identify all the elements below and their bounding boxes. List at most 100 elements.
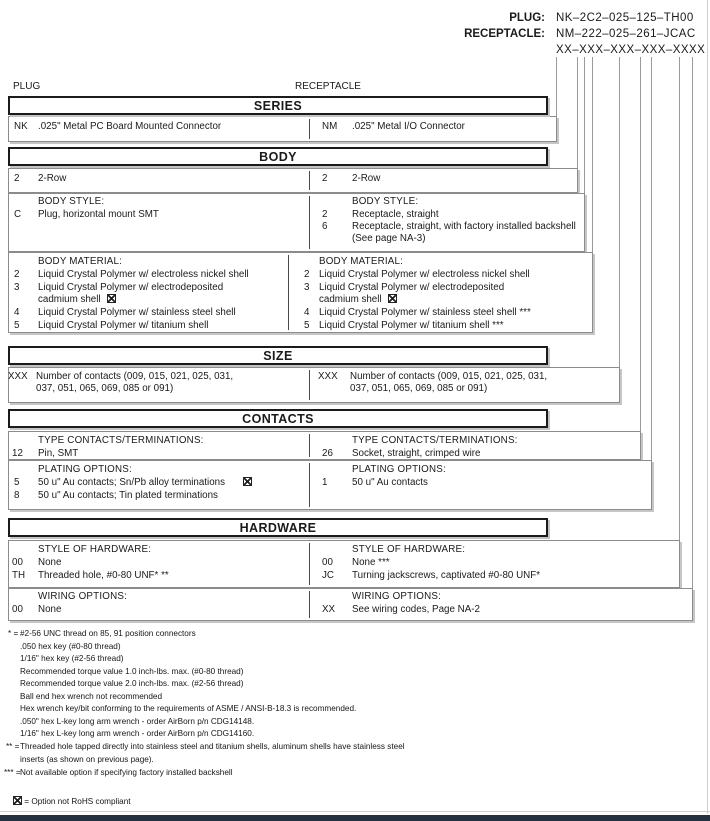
footnote-line: Threaded hole tapped directly into stain… — [20, 742, 405, 751]
description-cell: None — [38, 604, 62, 615]
footnote-double-star-prefix: ** = — [6, 742, 20, 751]
subsection-label: STYLE OF HARDWARE: — [352, 544, 466, 555]
not-rohs-icon — [13, 796, 22, 805]
code-cell: 4 — [14, 307, 20, 318]
code-cell: TH — [12, 570, 26, 581]
description-cell: Liquid Crystal Polymer w/ electroless ni… — [38, 269, 249, 280]
subsection-label: BODY STYLE: — [352, 196, 419, 207]
footnote-line: #2-56 UNC thread on 85, 91 position conn… — [20, 629, 196, 638]
footnote-line: Recommended torque value 2.0 inch-lbs. m… — [20, 679, 244, 688]
subsection-label: STYLE OF HARDWARE: — [38, 544, 152, 555]
body-row-column-divider — [309, 171, 310, 190]
body-style-group-box — [8, 193, 585, 252]
contacts-type-column-divider — [309, 434, 310, 457]
description-cell: None *** — [352, 557, 390, 568]
description-cell: Plug, horizontal mount SMT — [38, 209, 159, 220]
section-header-size: SIZE — [8, 346, 548, 365]
footnote-star-prefix: * = — [8, 629, 19, 638]
code-cell: 5 — [304, 320, 310, 331]
section-header-body: BODY — [8, 147, 548, 166]
description-cell: 50 u" Au contacts; Tin plated terminatio… — [38, 490, 218, 501]
connector-line-contacts-type — [640, 57, 641, 433]
hardware-wiring-column-divider — [309, 591, 310, 618]
description-text: 50 u" Au contacts; Sn/Pb alloy terminati… — [38, 477, 226, 488]
code-cell: JC — [322, 570, 334, 581]
subsection-label: PLATING OPTIONS: — [352, 464, 446, 475]
section-header-series: SERIES — [8, 96, 548, 115]
description-cell: Liquid Crystal Polymer w/ stainless stee… — [38, 307, 236, 318]
body-material-column-divider — [288, 255, 289, 330]
description-cell-continued: 037, 051, 065, 069, 085 or 091) — [36, 383, 174, 394]
footnote-line: Hex wrench key/bit conforming to the req… — [20, 704, 357, 713]
description-cell-continued: 037, 051, 065, 069, 085 or 091) — [350, 383, 488, 394]
description-cell-continued: cadmium shell — [319, 294, 397, 305]
description-cell: 50 u" Au contacts — [352, 477, 428, 488]
code-cell: 5 — [14, 477, 20, 488]
code-cell: 8 — [14, 490, 20, 501]
code-cell: XXX — [8, 371, 28, 382]
subsection-label: WIRING OPTIONS: — [352, 591, 441, 602]
description-cell: Liquid Crystal Polymer w/ titanium shell… — [319, 320, 504, 331]
connector-line-body-row — [577, 57, 578, 170]
not-rohs-icon — [106, 294, 116, 303]
code-cell: NK — [14, 121, 28, 132]
description-cell: Number of contacts (009, 015, 021, 025, … — [350, 371, 548, 382]
subsection-label: PLATING OPTIONS: — [38, 464, 132, 475]
footnote-line: 1/16" hex key (#2-56 thread) — [20, 654, 124, 663]
not-rohs-icon — [243, 477, 253, 486]
code-cell: 2 — [14, 173, 20, 184]
code-cell: 2 — [304, 269, 310, 280]
subsection-label: WIRING OPTIONS: — [38, 591, 127, 602]
code-cell: 12 — [12, 448, 23, 459]
code-cell: 2 — [322, 209, 328, 220]
description-cell: Liquid Crystal Polymer w/ stainless stee… — [319, 307, 531, 318]
description-cell: See wiring codes, Page NA-2 — [352, 604, 480, 615]
description-cell: Socket, straight, crimped wire — [352, 448, 481, 459]
footer-bar — [0, 815, 710, 821]
section-header-hardware: HARDWARE — [8, 518, 548, 537]
rohs-legend-text: = Option not RoHS compliant — [24, 797, 131, 806]
footnote-line: Recommended torque value 1.0 inch-lbs. m… — [20, 667, 244, 676]
section-title: SERIES — [253, 98, 303, 113]
connector-line-body-style — [584, 57, 585, 195]
description-cell: Number of contacts (009, 015, 021, 025, … — [36, 371, 234, 382]
body-material-group-box — [8, 252, 593, 333]
section-title: SIZE — [263, 348, 293, 363]
section-header-contacts: CONTACTS — [8, 409, 548, 428]
description-cell: Receptacle, straight, with factory insta… — [352, 221, 576, 232]
page-right-edge — [707, 0, 708, 814]
column-label-receptacle: RECEPTACLE — [295, 81, 361, 92]
code-cell: 3 — [304, 282, 310, 293]
description-cell: .025" Metal PC Board Mounted Connector — [38, 121, 222, 132]
description-cell: Receptacle, straight — [352, 209, 439, 220]
description-cell: Liquid Crystal Polymer w/ electroless ni… — [319, 269, 530, 280]
hardware-style-column-divider — [309, 543, 310, 585]
code-cell: 2 — [14, 269, 20, 280]
plug-part-number-label: PLUG: — [509, 12, 545, 24]
part-number-mask: XX–XXX–XXX–XXX–XXXX — [556, 43, 706, 56]
section-title: HARDWARE — [239, 520, 317, 535]
code-cell: C — [14, 209, 22, 220]
code-cell: 5 — [14, 320, 20, 331]
not-rohs-icon — [387, 294, 397, 303]
receptacle-part-number-value: NM–222–025–261–JCAC — [556, 27, 696, 40]
series-group-box — [8, 116, 557, 142]
description-cell: .025" Metal I/O Connector — [352, 121, 465, 132]
subsection-label: BODY MATERIAL: — [319, 256, 404, 267]
description-cell: 50 u" Au contacts; Sn/Pb alloy terminati… — [38, 477, 253, 488]
code-cell: 00 — [12, 557, 23, 568]
footnote-line: 1/16" hex L-key long arm wrench - order … — [20, 729, 255, 738]
contacts-plating-column-divider — [309, 463, 310, 507]
code-cell: 1 — [322, 477, 328, 488]
footnote-triple-star-prefix: *** = — [4, 768, 21, 777]
contacts-plating-group-box — [8, 460, 652, 510]
subsection-label: TYPE CONTACTS/TERMINATIONS: — [38, 435, 204, 446]
subsection-label: BODY STYLE: — [38, 196, 105, 207]
footnote-line: .050" hex L-key long arm wrench - order … — [20, 717, 255, 726]
section-title: CONTACTS — [242, 411, 314, 426]
description-cell: Liquid Crystal Polymer w/ electrodeposit… — [319, 282, 505, 293]
body-row-group-box — [8, 168, 578, 193]
code-cell: 00 — [12, 604, 23, 615]
description-cell: Liquid Crystal Polymer w/ titanium shell — [38, 320, 209, 331]
